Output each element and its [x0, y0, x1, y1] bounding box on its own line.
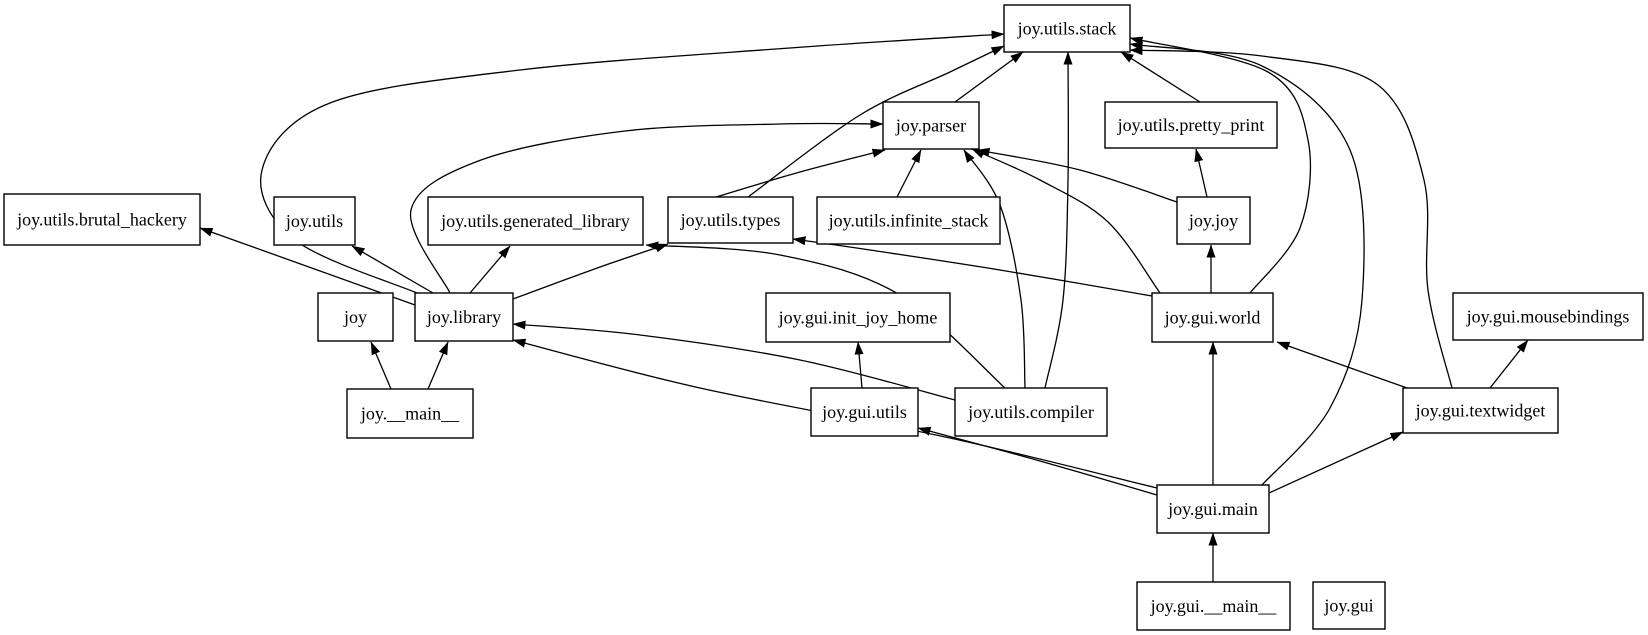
edge-joy-utils-compiler-to-joy-utils-stack [1044, 51, 1073, 389]
node-box-joy-gui-init-joy-home [765, 292, 951, 343]
node-joy-gui-main: joy.gui.main [1156, 484, 1270, 534]
edge-joy-library-to-joy-utils-types [512, 243, 669, 300]
node-label-joy-utils-infinite-stack: joy.utils.infinite_stack [828, 211, 989, 231]
node-box-joy-gui-world [1151, 292, 1274, 343]
node-joy-utils-compiler: joy.utils.compiler [954, 387, 1108, 437]
edge-joy-joy-to-joy-parser [976, 147, 1178, 203]
node-box-joy-gui-main [1136, 581, 1291, 631]
node-joy-parser: joy.parser [882, 101, 980, 150]
edge-joy-utils-compiler-to-joy-parser [963, 149, 1026, 389]
edge-joy-joy-to-joy-utils-pretty-print [1194, 148, 1208, 198]
edge-joy-gui-main-to-joy-gui-textwidget [1268, 431, 1404, 494]
node-joy-gui: joy.gui [1312, 581, 1386, 630]
node-label-joy-gui-main: joy.gui.__main__ [1150, 596, 1278, 616]
edge-joy-utils-compiler-to-joy-library [512, 320, 956, 401]
node-label-joy-library: joy.library [426, 307, 501, 327]
edge-joy-library-to-joy-utils-brutal-hackery [199, 227, 416, 306]
edge-joy-gui-world-to-joy-parser [971, 148, 1161, 294]
node-box-joy-utils-types [667, 196, 794, 244]
node-joy-utils-stack: joy.utils.stack [1003, 4, 1131, 53]
node-label-joy-gui-textwidget: joy.gui.textwidget [1415, 401, 1546, 421]
node-label-joy-gui-world: joy.gui.world [1164, 308, 1261, 328]
node-label-joy-utils: joy.utils [285, 211, 343, 231]
node-box-joy-gui [1312, 581, 1386, 630]
node-joy-gui-init-joy-home: joy.gui.init_joy_home [765, 292, 951, 343]
node-label-joy-main: joy.__main__ [360, 404, 460, 424]
node-label-joy-utils-brutal-hackery: joy.utils.brutal_hackery [16, 210, 187, 230]
edge-joy-gui-textwidget-to-joy-gui-world [1276, 341, 1408, 389]
node-label-joy-parser: joy.parser [895, 116, 966, 136]
edge-joy-gui-textwidget-to-joy-utils-stack [1129, 46, 1453, 389]
node-box-joy-utils-generated-library [427, 196, 644, 246]
node-box-joy-parser [882, 101, 980, 150]
edge-joy-main-to-joy [370, 341, 392, 390]
edge-joy-gui-world-to-joy-utils-types [792, 236, 1153, 297]
edge-joy-utils-compiler-to-joy-utils-generated-library [645, 241, 1006, 389]
node-box-joy-utils-stack [1003, 4, 1131, 53]
node-joy: joy [317, 292, 394, 342]
node-box-joy-gui-main [1156, 484, 1270, 534]
node-joy-gui-world: joy.gui.world [1151, 292, 1274, 343]
edge-joy-utils-pretty-print-to-joy-utils-stack [1120, 51, 1201, 103]
edge-joy-utils-infinite-stack-to-joy-parser [896, 149, 922, 198]
node-box-joy-utils-brutal-hackery [3, 193, 201, 246]
node-label-joy-joy: joy.joy [1188, 211, 1238, 231]
node-joy-utils-pretty-print: joy.utils.pretty_print [1104, 101, 1278, 149]
node-box-joy-main [346, 388, 474, 439]
node-label-joy-utils-compiler: joy.utils.compiler [967, 402, 1094, 422]
node-box-joy-utils [273, 196, 356, 246]
edge-joy-utils-types-to-joy-utils-stack [747, 45, 1005, 198]
node-label-joy-gui-mousebindings: joy.gui.mousebindings [1466, 307, 1630, 327]
edge-joy-gui-main-to-joy-gui-utils [917, 426, 1158, 496]
edge-joy-library-to-joy-parser [410, 119, 884, 294]
node-joy-utils-types: joy.utils.types [667, 196, 794, 244]
node-joy-joy: joy.joy [1176, 196, 1251, 245]
node-joy-library: joy.library [414, 292, 514, 342]
node-label-joy-gui-main: joy.gui.main [1167, 499, 1258, 519]
edge-joy-gui-main-to-joy-utils-stack [1129, 41, 1365, 486]
edge-joy-library-to-joy-utils [351, 245, 434, 294]
node-joy-gui-mousebindings: joy.gui.mousebindings [1452, 292, 1644, 341]
node-box-joy-library [414, 292, 514, 342]
node-box-joy-utils-compiler [954, 387, 1108, 437]
node-label-joy-utils-pretty-print: joy.utils.pretty_print [1117, 115, 1265, 135]
node-label-joy-utils-types: joy.utils.types [680, 210, 781, 230]
edge-joy-utils-types-to-joy-parser [715, 148, 886, 198]
edge-joy-main-to-joy-library [427, 341, 449, 390]
node-label-joy: joy [343, 307, 367, 327]
node-joy-gui-main: joy.gui.__main__ [1136, 581, 1291, 631]
node-label-joy-gui: joy.gui [1323, 596, 1373, 616]
node-label-joy-utils-stack: joy.utils.stack [1017, 19, 1117, 39]
edge-joy-gui-utils-to-joy-gui-init-joy-home [854, 341, 864, 389]
node-label-joy-gui-init-joy-home: joy.gui.init_joy_home [778, 308, 938, 328]
node-label-joy-gui-utils: joy.gui.utils [821, 402, 907, 422]
node-box-joy-gui-textwidget [1402, 387, 1559, 434]
node-joy-utils-generated-library: joy.utils.generated_library [427, 196, 644, 246]
node-box-joy-gui-mousebindings [1452, 292, 1644, 341]
edge-joy-library-to-joy-utils-generated-library [469, 245, 511, 294]
node-box-joy-joy [1176, 196, 1251, 245]
node-joy-gui-textwidget: joy.gui.textwidget [1402, 387, 1559, 434]
edge-joy-parser-to-joy-utils-stack [954, 51, 1024, 103]
node-joy-utils: joy.utils [273, 196, 356, 246]
edge-joy-gui-world-to-joy-utils-stack [1129, 36, 1312, 294]
edge-joy-gui-textwidget-to-joy-gui-mousebindings [1489, 339, 1529, 389]
nodes-layer: joy.utils.stack joy.parser joy.utils.prett… [3, 4, 1644, 631]
node-joy-utils-brutal-hackery: joy.utils.brutal_hackery [3, 193, 201, 246]
node-joy-gui-utils: joy.gui.utils [810, 387, 919, 437]
node-label-joy-utils-generated-library: joy.utils.generated_library [440, 211, 630, 231]
node-joy-main: joy.__main__ [346, 388, 474, 439]
node-box-joy-utils-infinite-stack [816, 196, 1001, 245]
node-joy-utils-infinite-stack: joy.utils.infinite_stack [816, 196, 1001, 245]
edges-layer [199, 30, 1529, 582]
edge-joy-library-to-joy-utils-stack [260, 30, 1005, 294]
node-box-joy-gui-utils [810, 387, 919, 437]
node-box-joy [317, 292, 394, 342]
node-box-joy-utils-pretty-print [1104, 101, 1278, 149]
